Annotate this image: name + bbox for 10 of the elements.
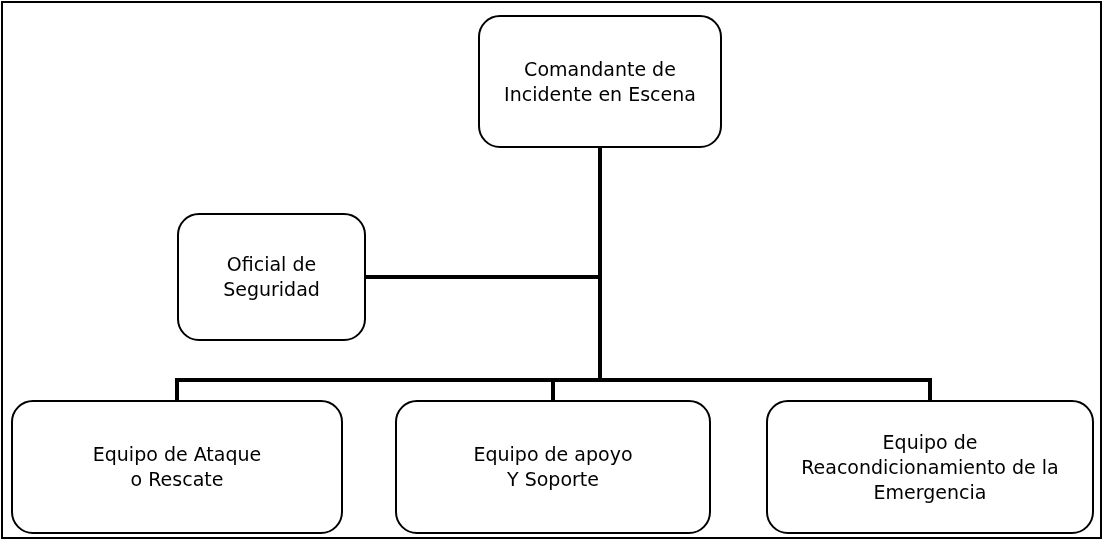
role-label: Equipo de Ataque o Rescate xyxy=(91,442,263,492)
role-box xyxy=(766,400,1094,534)
role-label: Equipo de Reacondicionamiento de la Emergencia xyxy=(800,429,1060,505)
role-box xyxy=(11,400,343,534)
role-label: Comandante de Incidente en Escena xyxy=(503,56,697,107)
role-label: Equipo de apoyo Y Soporte xyxy=(472,442,634,492)
role-box xyxy=(395,400,711,534)
role-label: Oficial de Seguridad xyxy=(222,252,321,302)
role-box xyxy=(478,15,722,148)
role-box xyxy=(177,213,366,341)
